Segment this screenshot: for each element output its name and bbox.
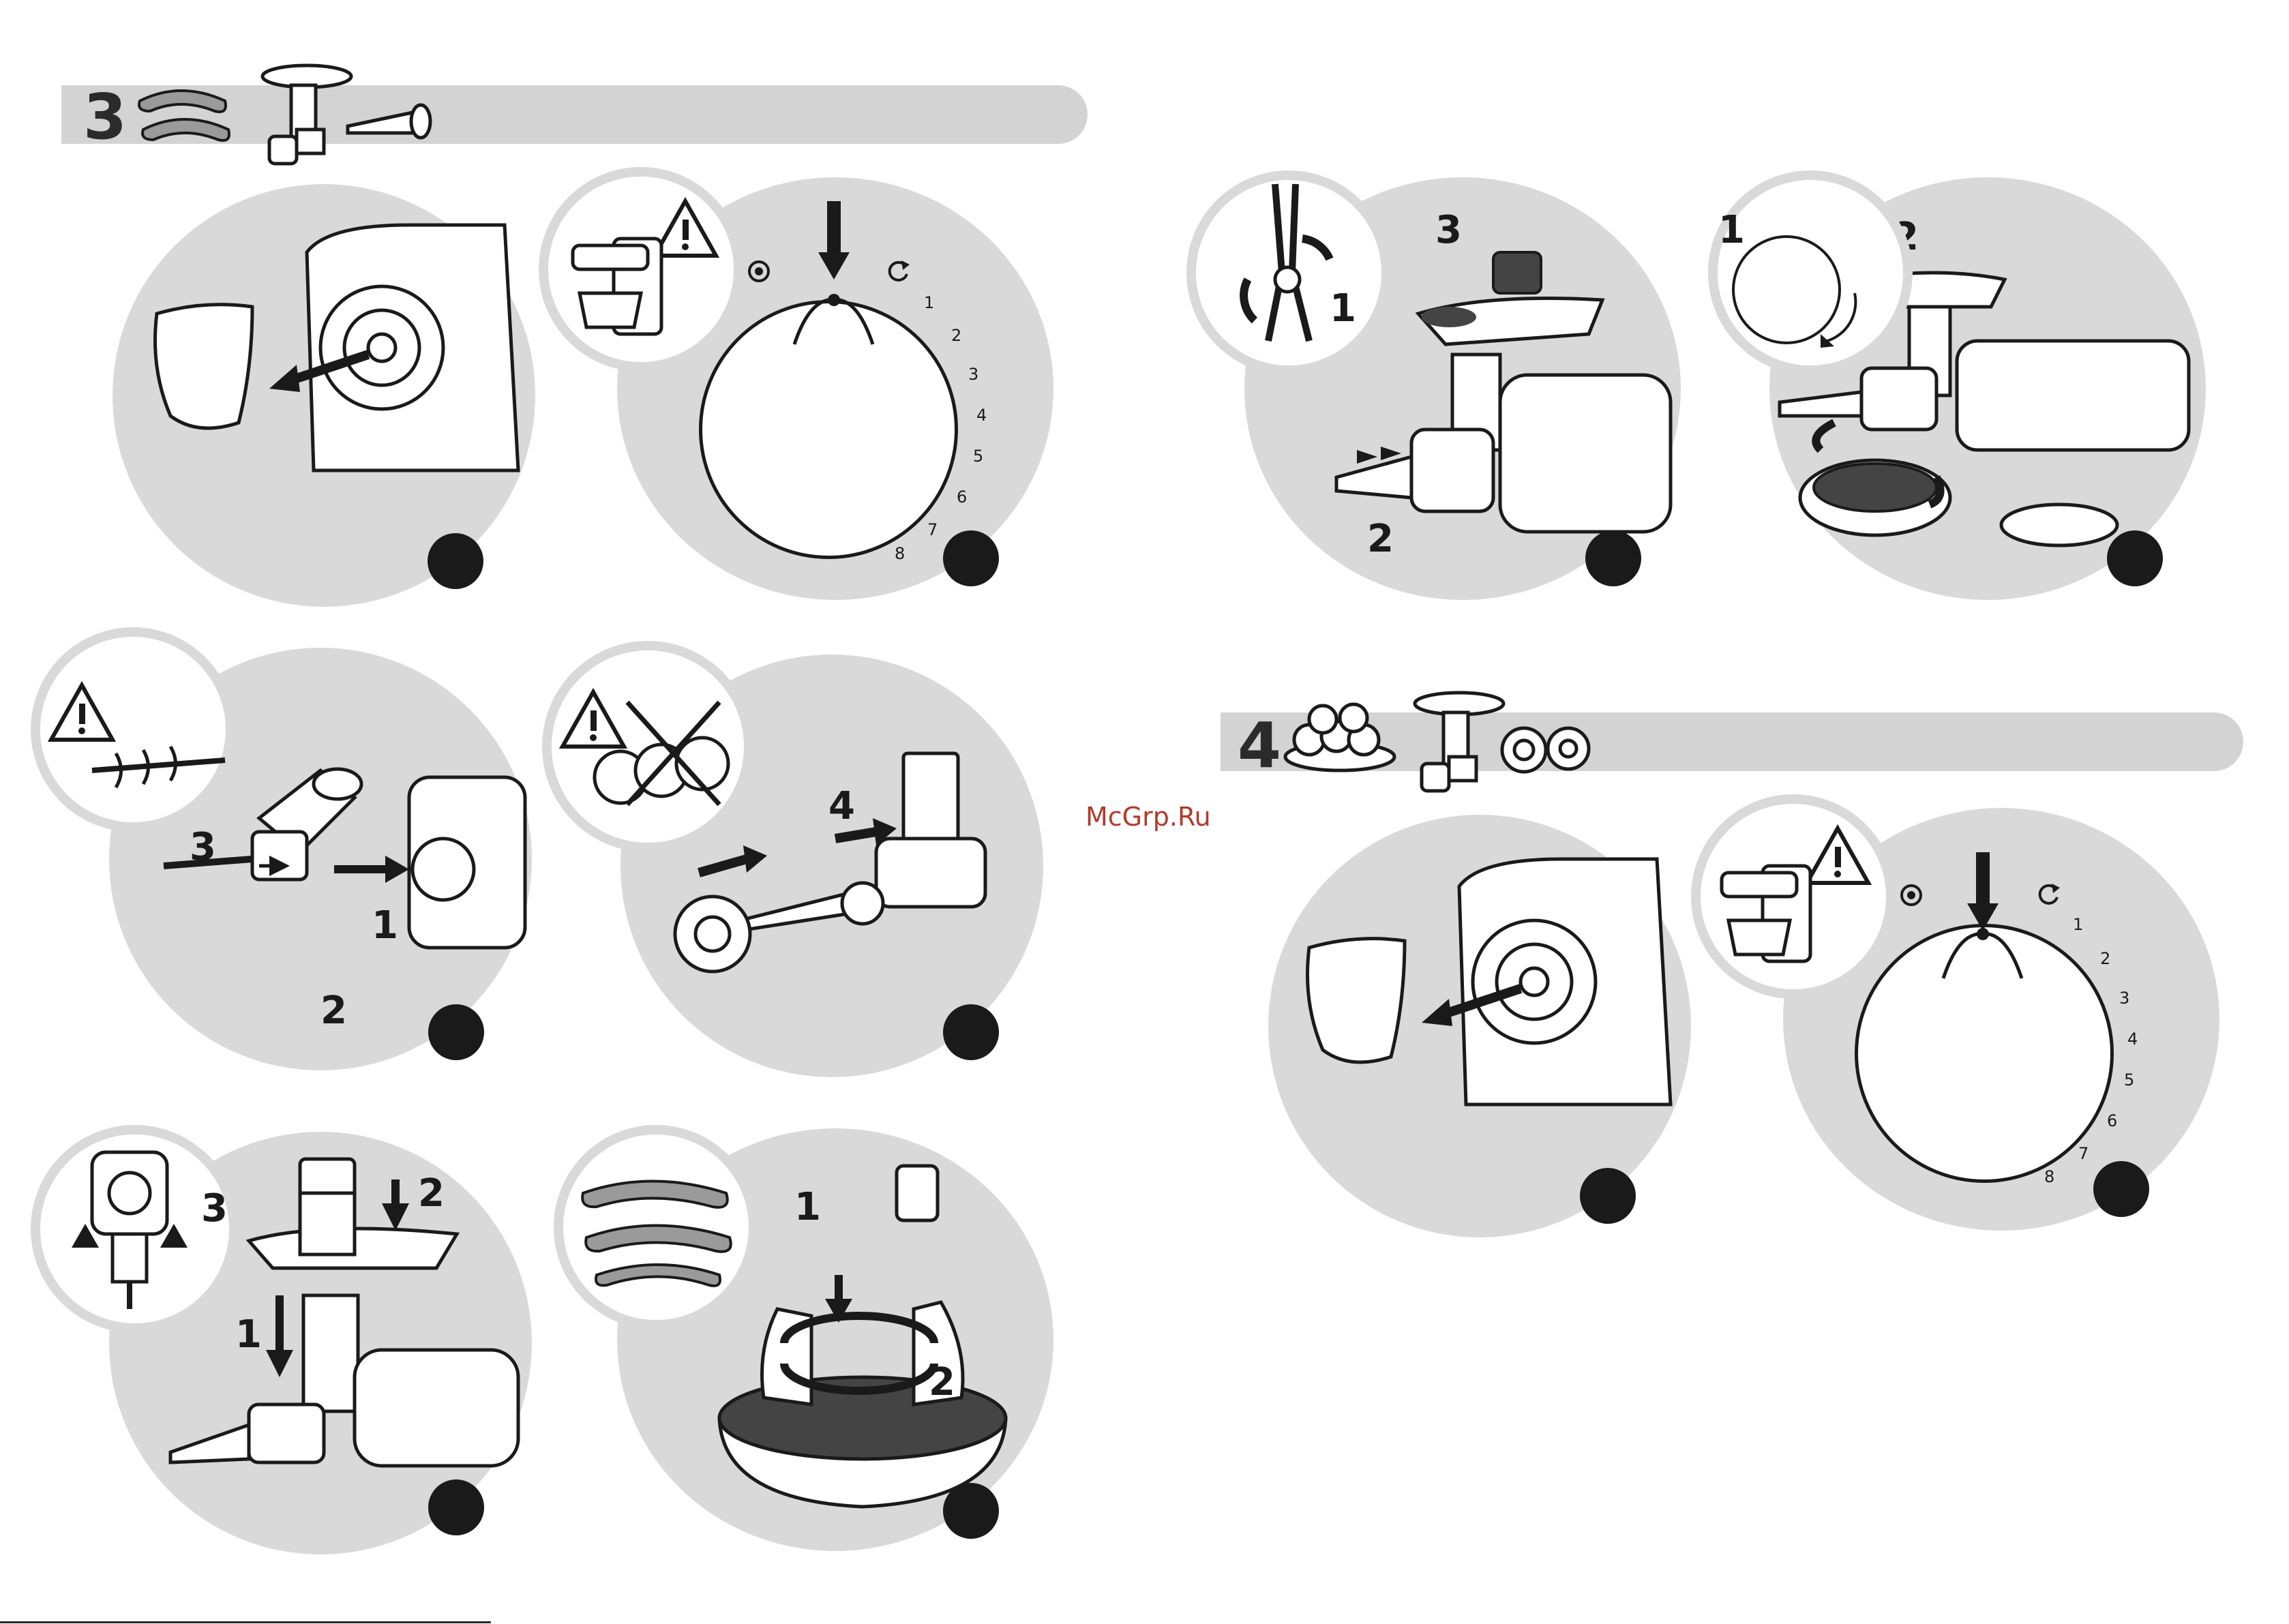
- dial-label-1: 1: [2073, 915, 2083, 934]
- step-number-1: 1: [372, 903, 398, 948]
- dial-label-8: 8: [2044, 1167, 2054, 1186]
- dial-label-4: 4: [976, 406, 987, 425]
- rotate-arrow-icon: [885, 258, 912, 285]
- kebbe-attachment-icon: [1500, 723, 1596, 777]
- step-dot: [1585, 530, 1641, 586]
- dial-rotate-arrow-icon: [1814, 286, 1868, 348]
- dial-label-5: 5: [973, 447, 983, 466]
- dial-label-1: 1: [924, 293, 934, 312]
- meat-grinder-icon: [1408, 689, 1510, 798]
- step-number-1: 1: [1718, 208, 1745, 252]
- step-dot: [1580, 1168, 1636, 1224]
- dial-label-6: 6: [957, 487, 967, 507]
- dial-marker-arrow: [781, 201, 890, 358]
- dial-label-3: 3: [968, 365, 978, 384]
- sausage-icon: [576, 1173, 740, 1289]
- dial-label-2: 2: [2100, 949, 2110, 968]
- step-number-3: 3: [190, 825, 216, 869]
- section-4-number: 4: [1238, 709, 1281, 782]
- warning-triangle-icon: [48, 682, 116, 743]
- step-number-2: 2: [929, 1360, 955, 1404]
- step-number-1: 1: [235, 1312, 262, 1357]
- feed-screw-icon: [89, 740, 232, 794]
- mixing-bowl-illustration: [716, 1159, 1009, 1514]
- mixer-small-icon: [566, 232, 668, 341]
- meat-grinder-icon: [256, 61, 358, 170]
- meatballs-plate-icon: [1282, 699, 1398, 774]
- step-dot: [943, 530, 999, 586]
- step-number-4: 4: [828, 784, 855, 828]
- dial-label-7: 7: [2078, 1144, 2089, 1163]
- pulse-icon: [747, 259, 771, 284]
- power-plug-icon: [65, 1145, 194, 1309]
- section-3-number: 3: [83, 80, 127, 153]
- dial-label-4: 4: [2127, 1029, 2138, 1049]
- rotate-arrow-icon: [2035, 881, 2063, 908]
- dial-label-7: 7: [927, 520, 938, 539]
- dial-label-8: 8: [895, 544, 905, 563]
- step-number-2: 2: [1367, 517, 1394, 561]
- casing-knot-icon: [1227, 184, 1364, 361]
- mixer-outlet-illustration: [150, 211, 532, 498]
- step-number-3: 3: [201, 1186, 228, 1231]
- step-number-3: 3: [1435, 208, 1462, 252]
- step-dot: [428, 533, 483, 589]
- pulse-icon: [1899, 883, 1924, 907]
- step-number-1: 1: [1330, 286, 1356, 331]
- sausage-icon: [133, 80, 235, 155]
- step-dot: [943, 1004, 999, 1060]
- step-dot: [943, 1483, 999, 1539]
- dial-label-5: 5: [2124, 1070, 2134, 1089]
- step-number-2: 2: [418, 1171, 445, 1216]
- mixer-small-icon: [1715, 859, 1817, 968]
- step-dot: [2107, 530, 2163, 586]
- watermark-text: McGrp.Ru: [1086, 802, 1211, 832]
- step-number-1: 1: [794, 1185, 821, 1229]
- step-dot: [2093, 1161, 2149, 1217]
- sausage-nozzle-icon: [344, 95, 440, 143]
- dial-label-3: 3: [2119, 989, 2129, 1008]
- mixer-outlet-illustration: [1302, 845, 1684, 1132]
- no-blades-icon: [559, 689, 730, 811]
- step-dot: [428, 1479, 484, 1535]
- dial-label-6: 6: [2107, 1111, 2117, 1130]
- step-dot: [428, 1004, 484, 1060]
- dial-label-2: 2: [951, 326, 961, 345]
- step-number-2: 2: [320, 989, 347, 1033]
- dial-marker-arrow: [1930, 852, 2039, 1009]
- bottom-rule: [0, 1621, 491, 1623]
